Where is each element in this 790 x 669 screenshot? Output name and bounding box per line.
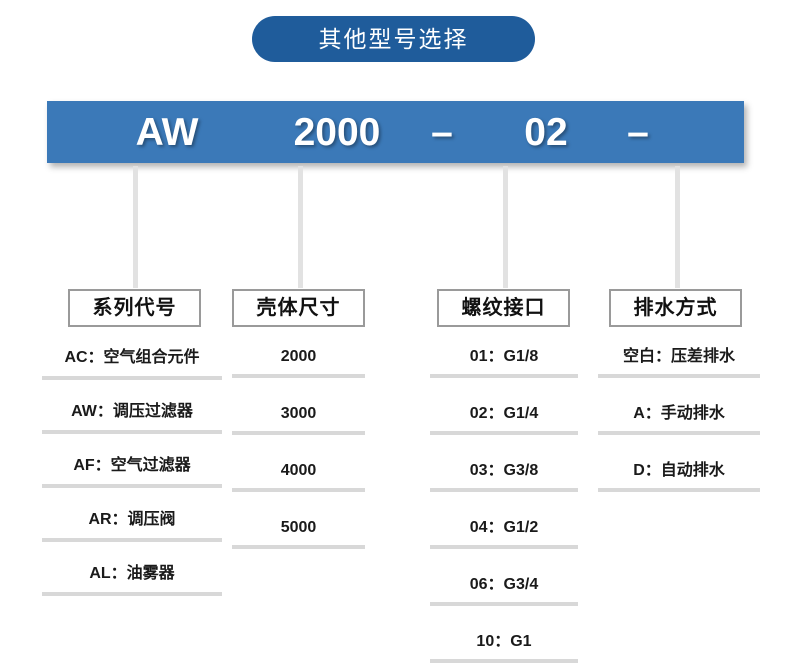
connector-line-series: [133, 166, 138, 288]
list-divider: [430, 602, 578, 606]
list-item[interactable]: 2000: [232, 340, 365, 374]
spacer: [42, 434, 222, 448]
option-label: 3000: [280, 405, 317, 422]
column-heading-drain-type: 排水方式: [609, 289, 742, 327]
spacer: [42, 380, 222, 394]
list-item[interactable]: 02：G1/4: [430, 397, 578, 431]
list-divider: [598, 374, 760, 378]
list-item[interactable]: 01：G1/8: [430, 340, 578, 374]
spacer: [232, 378, 365, 397]
code-segment-thread: 02: [524, 110, 568, 154]
option-list-drain-type: 空白：压差排水 A：手动排水 D：自动排水: [598, 340, 760, 492]
list-divider: [42, 538, 222, 542]
spacer: [42, 488, 222, 502]
model-code-bar: AW 2000 – 02 –: [47, 101, 744, 163]
list-divider: [430, 374, 578, 378]
spacer: [232, 492, 365, 511]
list-divider: [232, 374, 365, 378]
option-label: 02：G1/4: [469, 405, 539, 422]
list-divider: [232, 431, 365, 435]
column-heading-series-code: 系列代号: [68, 289, 201, 327]
spacer: [430, 606, 578, 625]
list-item[interactable]: 空白：压差排水: [598, 340, 760, 374]
list-item[interactable]: AW：调压过滤器: [42, 394, 222, 430]
option-label: 03：G3/8: [469, 462, 539, 479]
code-segment-dash-2: –: [627, 110, 649, 154]
list-item[interactable]: 4000: [232, 454, 365, 488]
option-list-thread-port: 01：G1/8 02：G1/4 03：G3/8 04：G1/2 06：G3/4 …: [430, 340, 578, 663]
option-label: AR：调压阀: [88, 511, 176, 528]
list-divider: [232, 488, 365, 492]
spacer: [430, 435, 578, 454]
list-item[interactable]: 04：G1/2: [430, 511, 578, 545]
list-item[interactable]: A：手动排水: [598, 397, 760, 431]
list-item[interactable]: AF：空气过滤器: [42, 448, 222, 484]
option-label: 04：G1/2: [469, 519, 539, 536]
list-item[interactable]: AR：调压阀: [42, 502, 222, 538]
option-label: AL：油雾器: [89, 565, 175, 582]
list-divider: [430, 488, 578, 492]
connector-line-size: [298, 166, 303, 288]
connector-line-drain: [675, 166, 680, 288]
connector-line-thread: [503, 166, 508, 288]
option-label: 5000: [280, 519, 317, 536]
option-list-body-size: 2000 3000 4000 5000: [232, 340, 365, 549]
list-divider: [42, 592, 222, 596]
column-heading-label: 系列代号: [92, 297, 177, 319]
list-divider: [598, 431, 760, 435]
option-label: A：手动排水: [633, 405, 725, 422]
column-heading-label: 排水方式: [633, 297, 718, 319]
option-list-series-code: AC：空气组合元件 AW：调压过滤器 AF：空气过滤器 AR：调压阀 AL：油雾…: [42, 340, 222, 596]
list-item[interactable]: 03：G3/8: [430, 454, 578, 488]
code-segment-series: AW: [135, 110, 199, 154]
list-divider: [430, 545, 578, 549]
page-title-pill: 其他型号选择: [252, 16, 535, 62]
spacer: [232, 435, 365, 454]
list-divider: [42, 430, 222, 434]
spacer: [42, 542, 222, 556]
list-divider: [430, 659, 578, 663]
option-label: AC：空气组合元件: [64, 349, 200, 366]
option-label: 01：G1/8: [469, 348, 539, 365]
list-divider: [430, 431, 578, 435]
list-divider: [232, 545, 365, 549]
list-item[interactable]: AC：空气组合元件: [42, 340, 222, 376]
list-divider: [42, 376, 222, 380]
spacer: [598, 435, 760, 454]
column-heading-label: 螺纹接口: [461, 297, 546, 319]
list-item[interactable]: AL：油雾器: [42, 556, 222, 592]
option-label: AW：调压过滤器: [71, 403, 193, 420]
option-label: 06：G3/4: [469, 576, 539, 593]
list-divider: [42, 484, 222, 488]
list-divider: [598, 488, 760, 492]
list-item[interactable]: 10：G1: [430, 625, 578, 659]
option-label: D：自动排水: [633, 462, 725, 479]
option-label: 空白：压差排水: [622, 348, 735, 365]
spacer: [430, 378, 578, 397]
option-label: 10：G1: [476, 633, 532, 650]
spacer: [430, 492, 578, 511]
column-heading-thread-port: 螺纹接口: [437, 289, 570, 327]
code-segment-size: 2000: [293, 110, 381, 154]
option-label: AF：空气过滤器: [73, 457, 191, 474]
column-heading-body-size: 壳体尺寸: [232, 289, 365, 327]
code-segment-dash-1: –: [431, 110, 453, 154]
option-label: 2000: [280, 348, 317, 365]
option-label: 4000: [280, 462, 317, 479]
list-item[interactable]: D：自动排水: [598, 454, 760, 488]
spacer: [430, 549, 578, 568]
list-item[interactable]: 3000: [232, 397, 365, 431]
page-title: 其他型号选择: [318, 25, 469, 52]
list-item[interactable]: 5000: [232, 511, 365, 545]
list-item[interactable]: 06：G3/4: [430, 568, 578, 602]
column-heading-label: 壳体尺寸: [256, 297, 341, 319]
spacer: [598, 378, 760, 397]
